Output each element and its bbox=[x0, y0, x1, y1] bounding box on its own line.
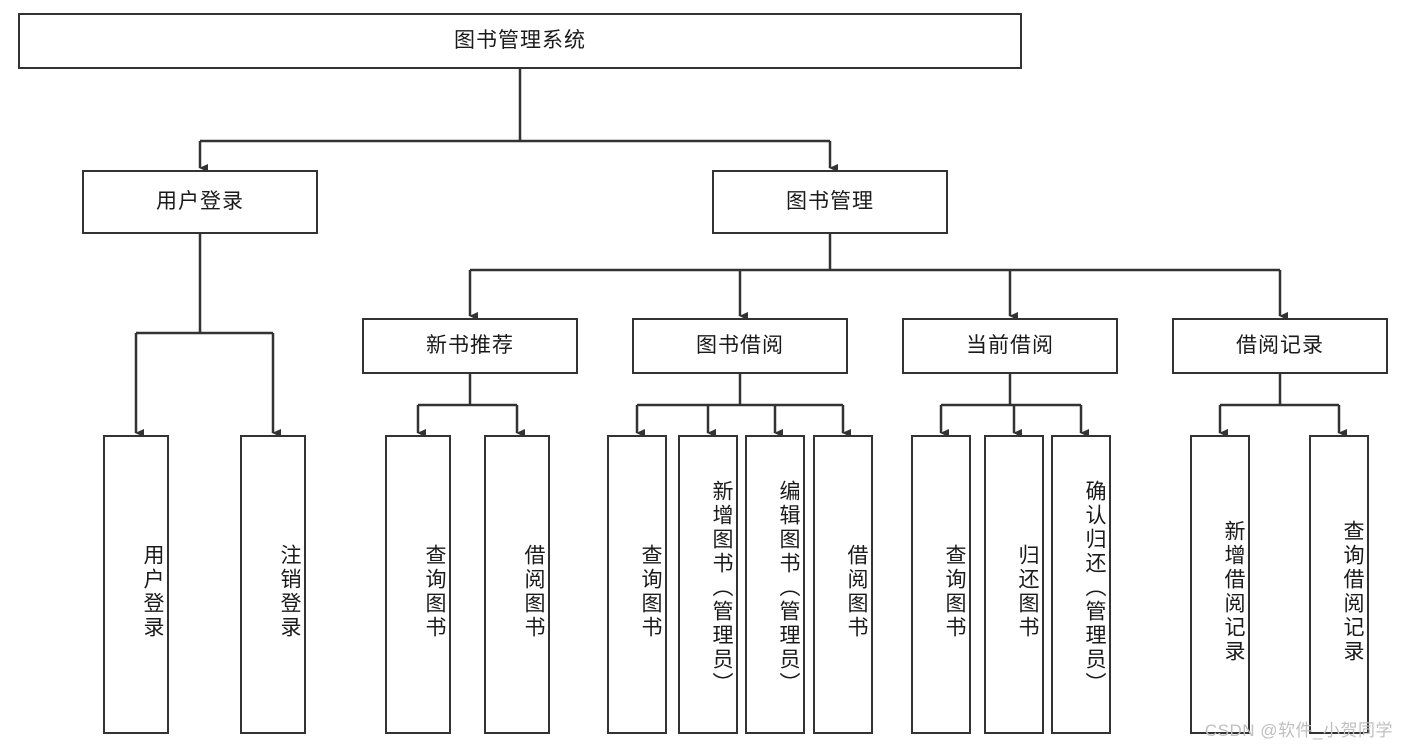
leaf-add-borrow-record[interactable]: 新增借阅记录 bbox=[1190, 435, 1250, 734]
node-book-manage[interactable]: 图书管理 bbox=[712, 170, 948, 234]
node-new-book-recommend[interactable]: 新书推荐 bbox=[362, 318, 578, 374]
leaf-query-borrow-record[interactable]: 查询借阅记录 bbox=[1309, 435, 1369, 734]
node-borrow-record[interactable]: 借阅记录 bbox=[1172, 318, 1388, 374]
leaf-borrow-book-recommend[interactable]: 借阅图书 bbox=[484, 435, 550, 734]
leaf-user-logout[interactable]: 注销登录 bbox=[240, 435, 306, 734]
leaf-borrow-book[interactable]: 借阅图书 bbox=[813, 435, 873, 734]
csdn-watermark: CSDN @软件_小贺同学 bbox=[1204, 721, 1393, 740]
leaf-user-login[interactable]: 用户登录 bbox=[103, 435, 169, 734]
leaf-query-book-current[interactable]: 查询图书 bbox=[911, 435, 971, 734]
leaf-query-book-borrow[interactable]: 查询图书 bbox=[607, 435, 667, 734]
node-book-borrow[interactable]: 图书借阅 bbox=[632, 318, 848, 374]
leaf-add-book-admin[interactable]: 新增图书（管理员） bbox=[678, 435, 738, 734]
node-user-login[interactable]: 用户登录 bbox=[82, 170, 318, 234]
connector-lines bbox=[134, 69, 1347, 437]
leaf-edit-book-admin[interactable]: 编辑图书（管理员） bbox=[745, 435, 805, 734]
leaf-confirm-return-admin[interactable]: 确认归还（管理员） bbox=[1051, 435, 1111, 734]
leaf-return-book[interactable]: 归还图书 bbox=[984, 435, 1044, 734]
node-current-borrow[interactable]: 当前借阅 bbox=[902, 318, 1118, 374]
leaf-query-book-recommend[interactable]: 查询图书 bbox=[385, 435, 451, 734]
node-root[interactable]: 图书管理系统 bbox=[18, 13, 1022, 69]
